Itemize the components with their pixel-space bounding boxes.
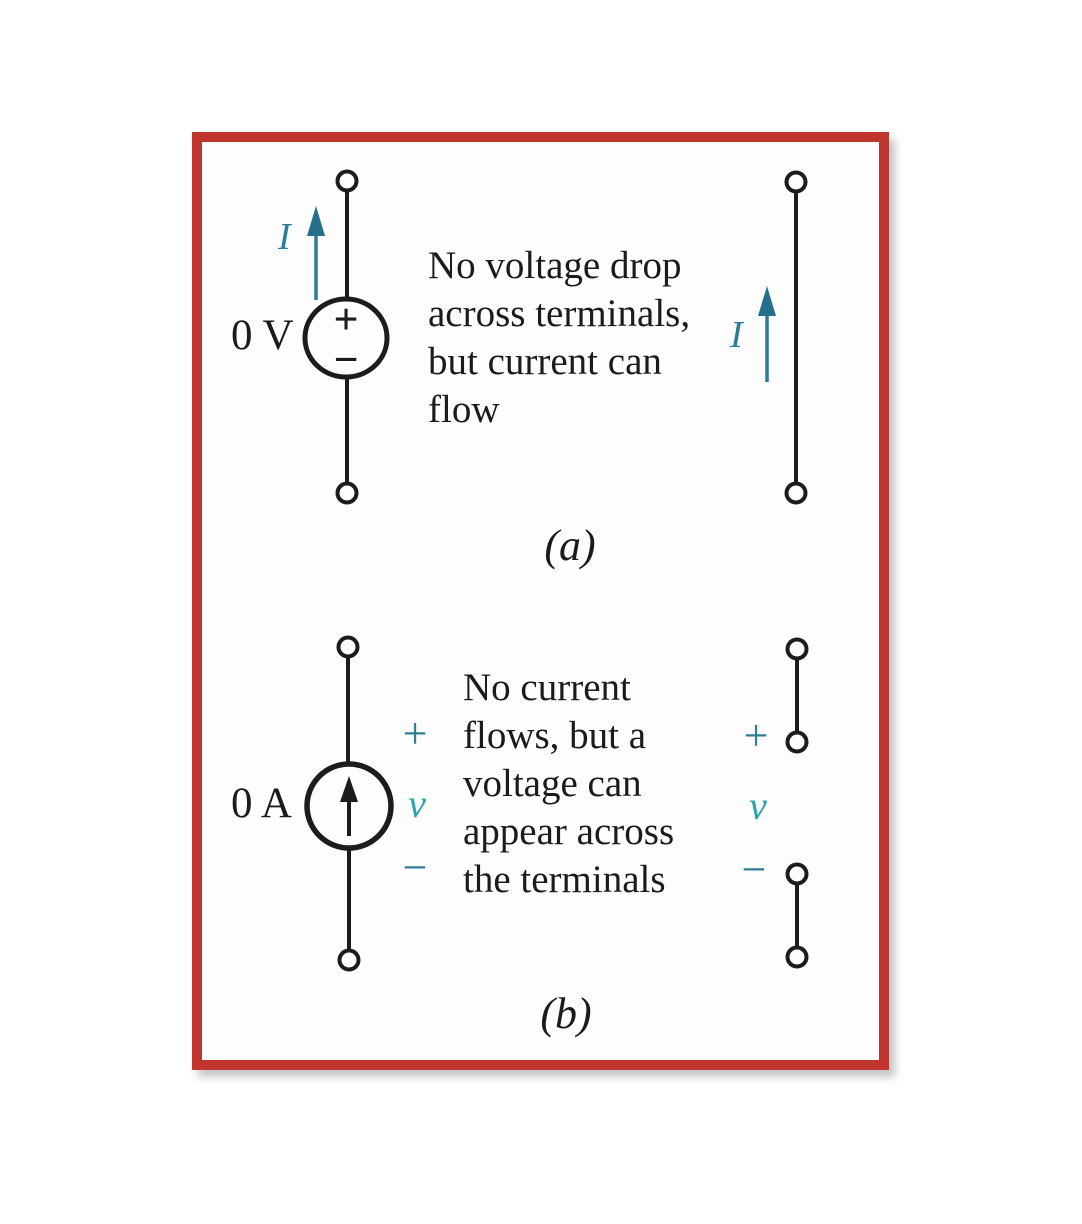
b-description-text: No current flows, but a voltage can appe… — [463, 666, 675, 901]
a-source-value-label: 0 V — [231, 312, 294, 359]
a-description-text: No voltage drop across terminals, but cu… — [428, 244, 691, 431]
b-right-voltage-label: v — [749, 783, 767, 828]
b-right-plus-sign: + — [743, 711, 769, 760]
b-left-minus-sign: − — [402, 843, 428, 892]
b-source-value-label: 0 A — [231, 780, 292, 827]
b-caption: (b) — [540, 989, 592, 1038]
a-right-current-label: I — [730, 314, 743, 356]
a-caption: (a) — [544, 521, 596, 570]
a-left-current-label: I — [278, 216, 291, 258]
b-left-plus-sign: + — [402, 709, 428, 758]
b-right-minus-sign: − — [741, 845, 767, 894]
b-left-voltage-label: v — [408, 781, 426, 826]
